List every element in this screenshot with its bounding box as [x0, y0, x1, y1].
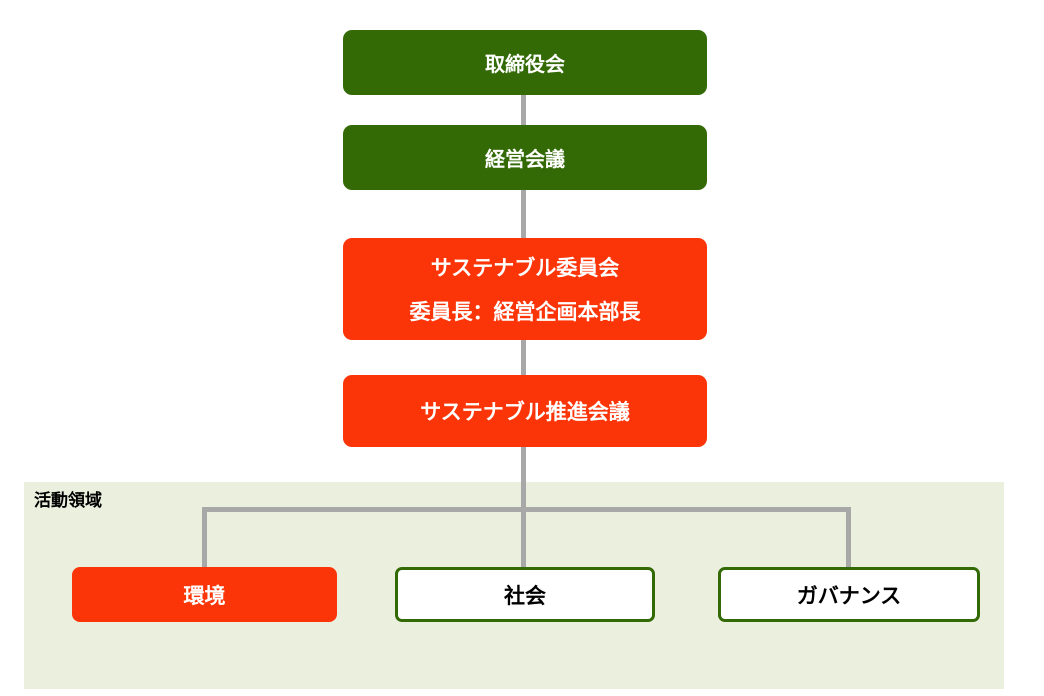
connector-branch-to-governance	[846, 507, 851, 567]
connector-board-to-management	[521, 94, 526, 126]
node-sustainable-promotion-meeting: サステナブル推進会議	[343, 375, 707, 447]
node-sustainable-committee: サステナブル委員会 委員長：経営企画本部長	[343, 238, 707, 340]
node-board-of-directors-label: 取締役会	[485, 54, 565, 76]
connector-management-to-committee	[521, 189, 526, 239]
node-management-meeting: 経営会議	[343, 125, 707, 190]
node-governance: ガバナンス	[718, 567, 980, 622]
node-board-of-directors: 取締役会	[343, 30, 707, 95]
node-sustainable-promotion-meeting-label: サステナブル推進会議	[420, 401, 630, 424]
node-management-meeting-label: 経営会議	[485, 149, 565, 171]
node-environment: 環境	[72, 567, 337, 622]
connector-committee-to-promotion	[521, 339, 526, 376]
node-governance-label: ガバナンス	[796, 584, 902, 608]
connector-promotion-to-society	[521, 446, 526, 567]
connector-branch-horizontal	[202, 507, 851, 512]
activity-area-label: 活動領域	[34, 491, 102, 510]
node-sustainable-committee-chair: 委員長：経営企画本部長	[409, 301, 641, 324]
connector-branch-to-environment	[202, 507, 207, 567]
node-society-label: 社会	[504, 584, 546, 608]
node-sustainable-committee-title: サステナブル委員会	[430, 257, 620, 280]
node-environment-label: 環境	[183, 584, 226, 608]
node-society: 社会	[395, 567, 655, 622]
